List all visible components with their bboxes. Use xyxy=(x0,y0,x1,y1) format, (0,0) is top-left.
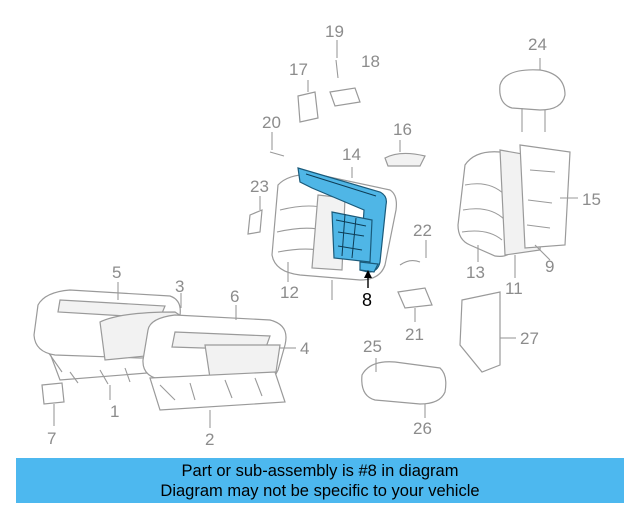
callout-22: 22 xyxy=(413,221,432,240)
callout-20: 20 xyxy=(262,113,281,132)
part-18-bezel xyxy=(329,87,361,107)
callout-8: 8 xyxy=(362,290,372,310)
callout-11: 11 xyxy=(505,279,523,298)
part-7-clip xyxy=(41,382,65,405)
callout-labels: 1 2 3 4 5 6 7 8 9 11 12 13 14 15 16 17 1… xyxy=(47,22,601,449)
callout-3: 3 xyxy=(175,277,184,296)
callout-6: 6 xyxy=(230,287,239,306)
part-25-armrest xyxy=(361,361,447,405)
part-24-headrest xyxy=(499,69,566,132)
callout-25: 25 xyxy=(363,337,382,356)
callout-17: 17 xyxy=(289,60,308,79)
right-seat-back-assembly xyxy=(457,144,571,257)
callout-13: 13 xyxy=(466,263,485,282)
callout-2: 2 xyxy=(205,430,214,449)
callout-7: 7 xyxy=(47,429,56,448)
part-8-seat-back-frame xyxy=(297,167,387,273)
callout-1: 1 xyxy=(110,402,119,421)
part-16-cover xyxy=(384,152,426,167)
callout-23: 23 xyxy=(250,177,269,196)
callout-26: 26 xyxy=(413,419,432,438)
callout-21: 21 xyxy=(405,325,424,344)
callout-16: 16 xyxy=(393,120,412,139)
callout-9: 9 xyxy=(545,257,554,276)
seat-cushion-assembly xyxy=(33,289,287,411)
callout-12: 12 xyxy=(280,283,299,302)
callout-15: 15 xyxy=(582,190,601,209)
callout-27: 27 xyxy=(520,329,539,348)
info-banner: Part or sub-assembly is #8 in diagram Di… xyxy=(16,458,624,503)
leader-lines xyxy=(53,40,551,428)
part-21-bracket xyxy=(397,287,433,309)
part-17-latch xyxy=(297,91,319,123)
callout-5: 5 xyxy=(112,263,121,282)
part-23-trim xyxy=(247,209,263,235)
banner-line-part: Part or sub-assembly is #8 in diagram xyxy=(181,462,459,480)
callout-24: 24 xyxy=(528,35,547,54)
callout-4: 4 xyxy=(300,339,309,358)
callout-19: 19 xyxy=(325,22,344,41)
part-27-panel xyxy=(459,291,501,373)
callout-18: 18 xyxy=(361,52,380,71)
part-22-spring xyxy=(399,259,421,266)
part-19-pin xyxy=(335,59,339,79)
parts-diagram: 1 2 3 4 5 6 7 8 9 11 12 13 14 15 16 17 1… xyxy=(33,22,601,449)
part-20-bolt xyxy=(269,151,285,157)
callout-14: 14 xyxy=(342,145,361,164)
banner-line-disclaimer: Diagram may not be specific to your vehi… xyxy=(160,482,480,500)
